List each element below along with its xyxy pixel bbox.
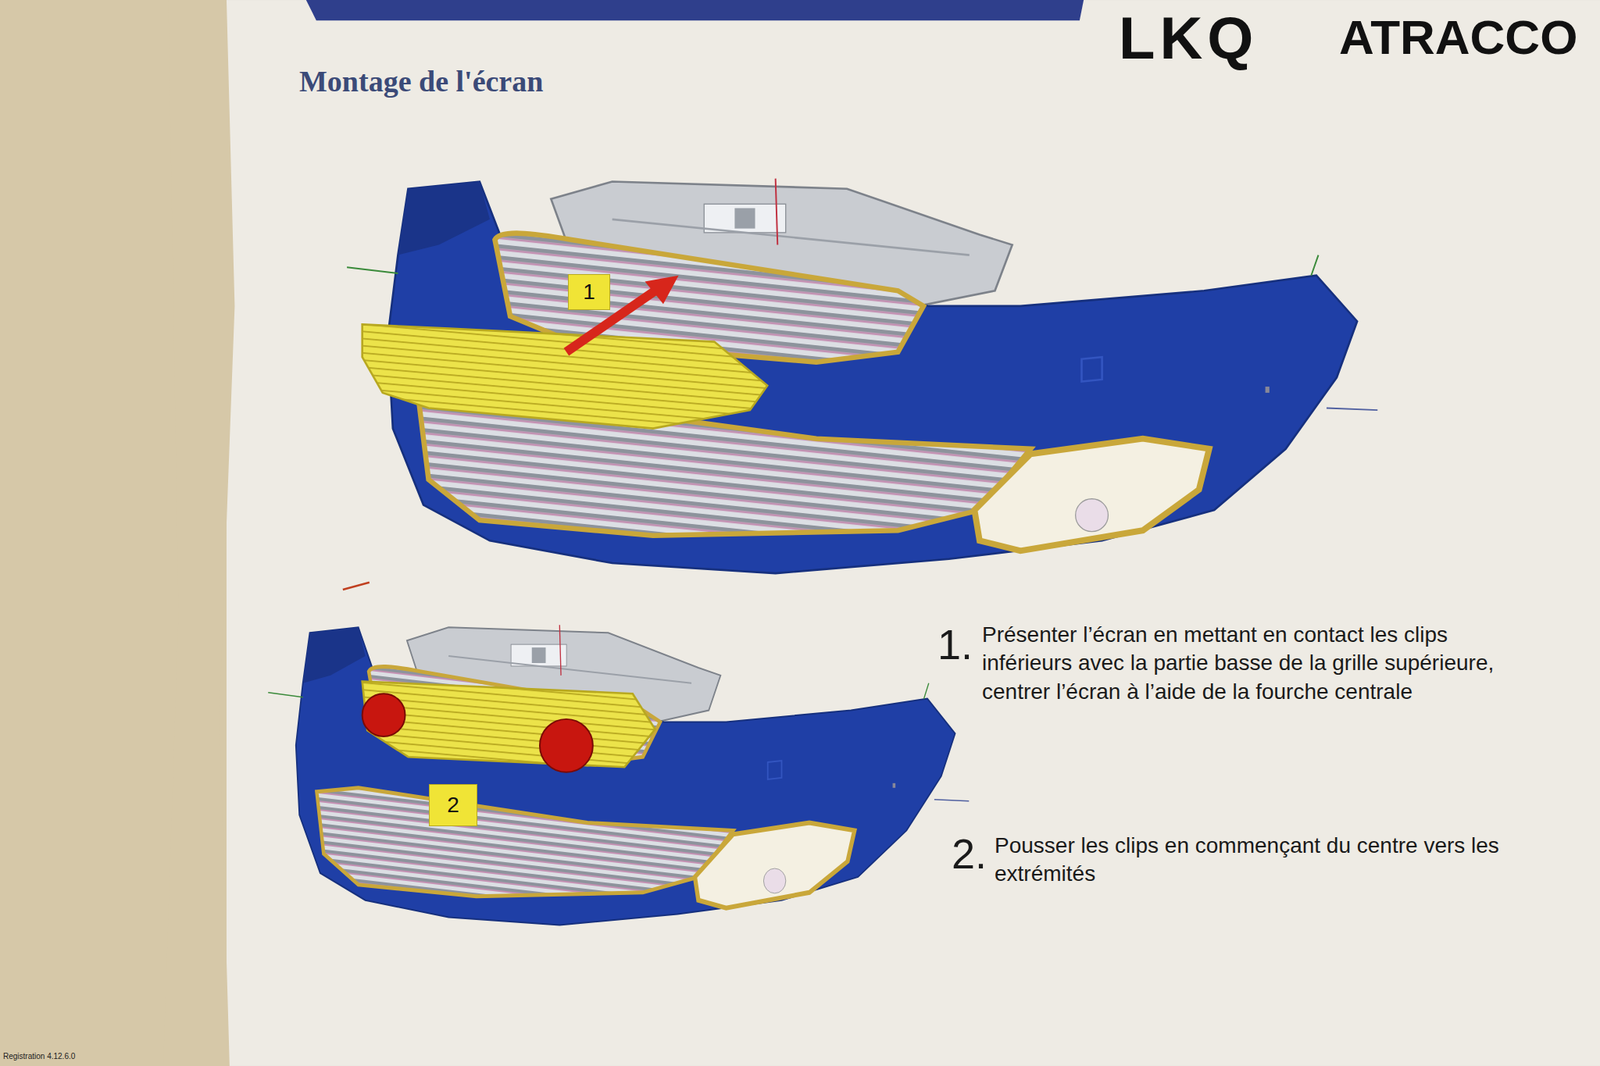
- callout-box: 2: [428, 784, 478, 827]
- brand-logo: LKQ: [1118, 0, 1258, 78]
- step-text: Présenter l’écran en mettant en contact …: [982, 621, 1529, 707]
- callout-number: 1: [582, 279, 596, 305]
- callout-number: 2: [446, 792, 460, 818]
- brand-logo: ATRACCO: [1339, 6, 1578, 70]
- sheet-title: Montage de l'écran: [299, 62, 543, 101]
- callout-box: 1: [567, 274, 611, 311]
- registration-note: Registration 4.12.6.0: [3, 1053, 75, 1061]
- step-number: 2.: [951, 826, 987, 882]
- step-text: Pousser les clips en commençant du centr…: [994, 832, 1534, 890]
- step-number: 1.: [937, 617, 973, 672]
